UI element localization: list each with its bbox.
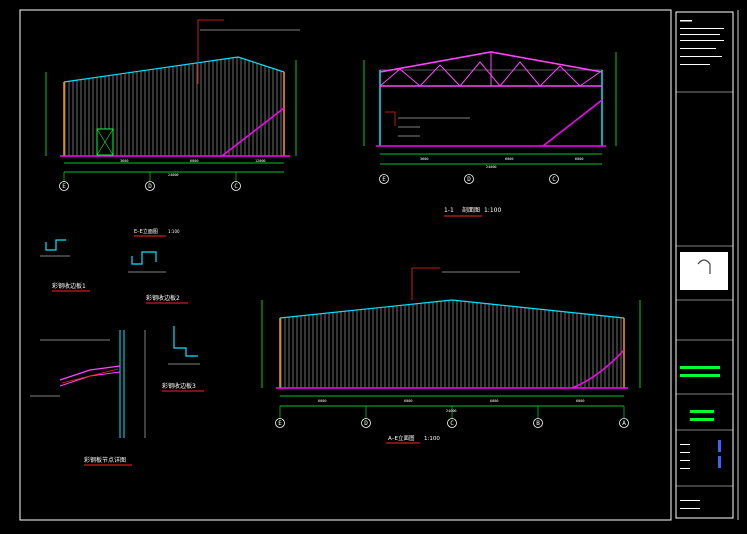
side-dim-2: 6000 — [190, 159, 198, 163]
detail-3: 彩钢收边板3 — [162, 326, 204, 392]
detail-4-title: 彩钢板节点详图 — [84, 456, 126, 464]
detail-1-title: 彩钢收边板1 — [52, 282, 86, 290]
side-axis-d: D — [148, 183, 152, 190]
sect-dim-1: 3600 — [420, 157, 428, 161]
sect-axis-e: E — [382, 176, 386, 183]
front-dim-4: 6000 — [576, 399, 584, 403]
section-title: 1-1 — [444, 207, 454, 214]
section-title-suffix: 剖面图 — [462, 206, 480, 214]
front-dim-total: 24000 — [446, 409, 457, 413]
front-dim-1: 6000 — [318, 399, 326, 403]
detail-1: 彩钢收边板1 — [40, 239, 90, 292]
front-axis-c: C — [450, 420, 454, 427]
title-block-border — [675, 11, 734, 519]
section-scale: 1:100 — [484, 207, 501, 214]
logo-icon — [697, 259, 711, 274]
side-elevation: 3600 6000 12000 24000 E D C — [45, 19, 300, 191]
side-dim-total: 24000 — [168, 173, 179, 177]
sect-axis-d: D — [467, 176, 471, 183]
sect-dim-2: 6000 — [505, 157, 513, 161]
front-axis-b: B — [536, 420, 540, 427]
detail-4: 彩钢板节点详图 — [30, 330, 146, 466]
section-1-1: 3600 6000 6000 24000 E D C 1-1 剖面图 1:100 — [363, 51, 617, 217]
side-dim-1: 3600 — [120, 159, 128, 163]
detail-3-title: 彩钢收边板3 — [162, 382, 196, 390]
detail-2-title: 彩钢收边板2 — [146, 294, 180, 302]
title-block — [676, 20, 733, 509]
side-axis-e: E — [62, 183, 66, 190]
front-elevation-title: A–E立面图 — [388, 434, 415, 442]
detail-2-header: E–E立面图 — [134, 228, 158, 235]
side-axis-c: C — [234, 183, 238, 190]
sect-axis-c: C — [552, 176, 556, 183]
front-axis-e: E — [278, 420, 282, 427]
sheet-border — [19, 9, 672, 521]
front-axis-a: A — [622, 420, 626, 427]
side-dim-3: 12000 — [255, 159, 266, 163]
detail-2: E–E立面图 1:100 彩钢收边板2 — [128, 228, 188, 304]
front-elevation-scale: 1:100 — [424, 436, 440, 442]
front-dim-3: 6000 — [490, 399, 498, 403]
sect-dim-total: 24000 — [486, 165, 497, 169]
detail-2-scale: 1:100 — [168, 229, 180, 234]
sect-dim-3: 6000 — [575, 157, 583, 161]
front-axis-d: D — [364, 420, 368, 427]
front-elevation: 6000 6000 6000 6000 24000 E D C B A — [261, 267, 641, 444]
front-dim-2: 6000 — [404, 399, 412, 403]
